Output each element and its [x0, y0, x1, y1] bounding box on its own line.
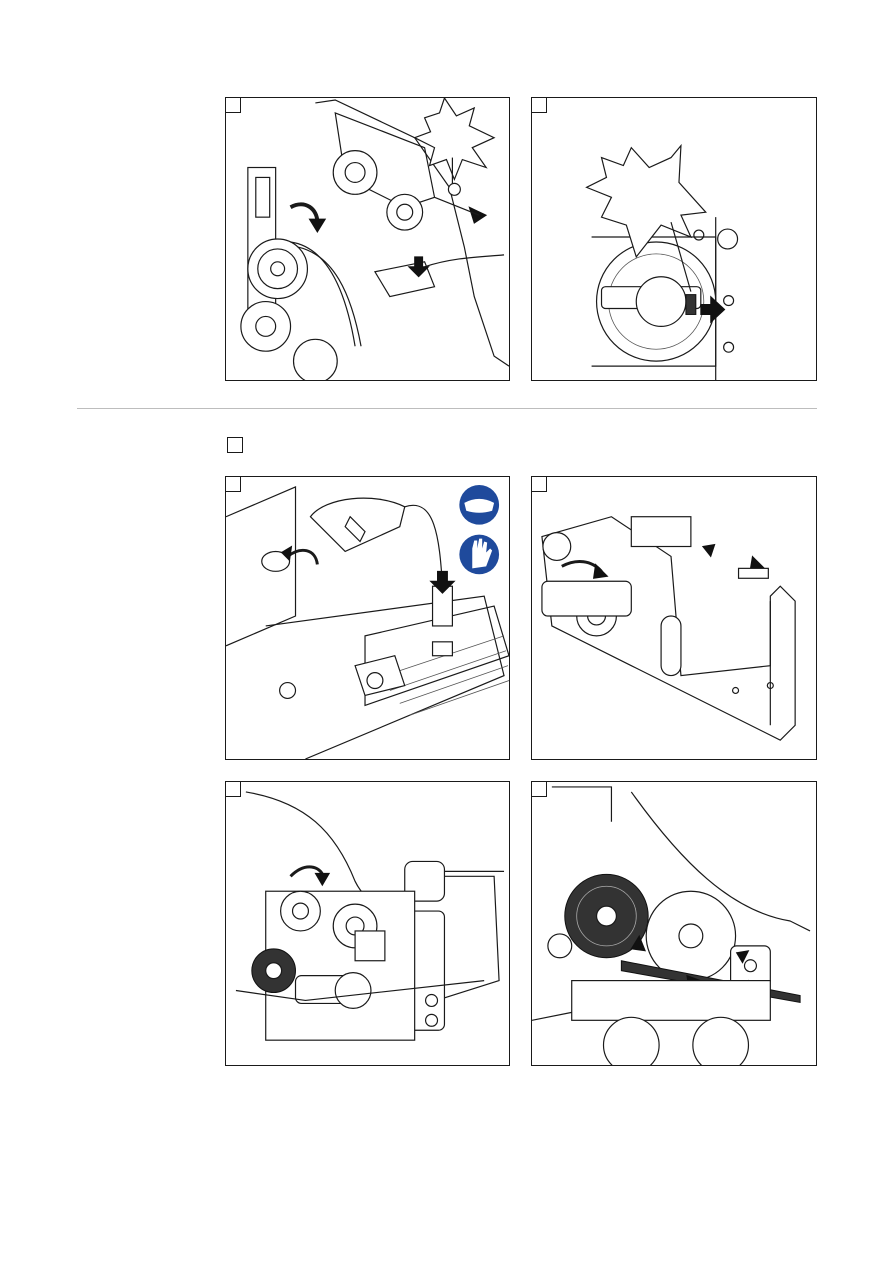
figure-panel-5	[225, 781, 510, 1066]
explosion-warning-icon	[415, 98, 494, 179]
step-checkbox[interactable]	[226, 477, 241, 492]
illustration-insert-wire	[226, 782, 509, 1065]
illustration-spring-release	[532, 98, 816, 380]
illustration-feed-rollers	[532, 782, 816, 1065]
section-divider	[77, 408, 817, 409]
step-checkbox[interactable]	[226, 98, 241, 113]
figure-panel-1	[225, 97, 510, 381]
figure-panel-3	[225, 476, 510, 760]
illustration-drive-arm	[532, 477, 816, 759]
step-checkbox[interactable]	[226, 782, 241, 797]
curved-arrow-icon	[315, 873, 329, 885]
step-checkbox[interactable]	[532, 98, 547, 113]
figure-panel-4	[531, 476, 817, 760]
step-checkbox[interactable]	[532, 782, 547, 797]
figure-panel-2	[531, 97, 817, 381]
figure-panel-6	[531, 781, 817, 1066]
illustration-spring-loaded-reel	[226, 98, 509, 380]
curved-arrow-icon	[309, 219, 325, 232]
illustration-hose-connection	[226, 477, 509, 759]
step-checkbox[interactable]	[532, 477, 547, 492]
section-step-checkbox[interactable]	[227, 437, 243, 453]
explosion-warning-icon	[587, 146, 706, 257]
